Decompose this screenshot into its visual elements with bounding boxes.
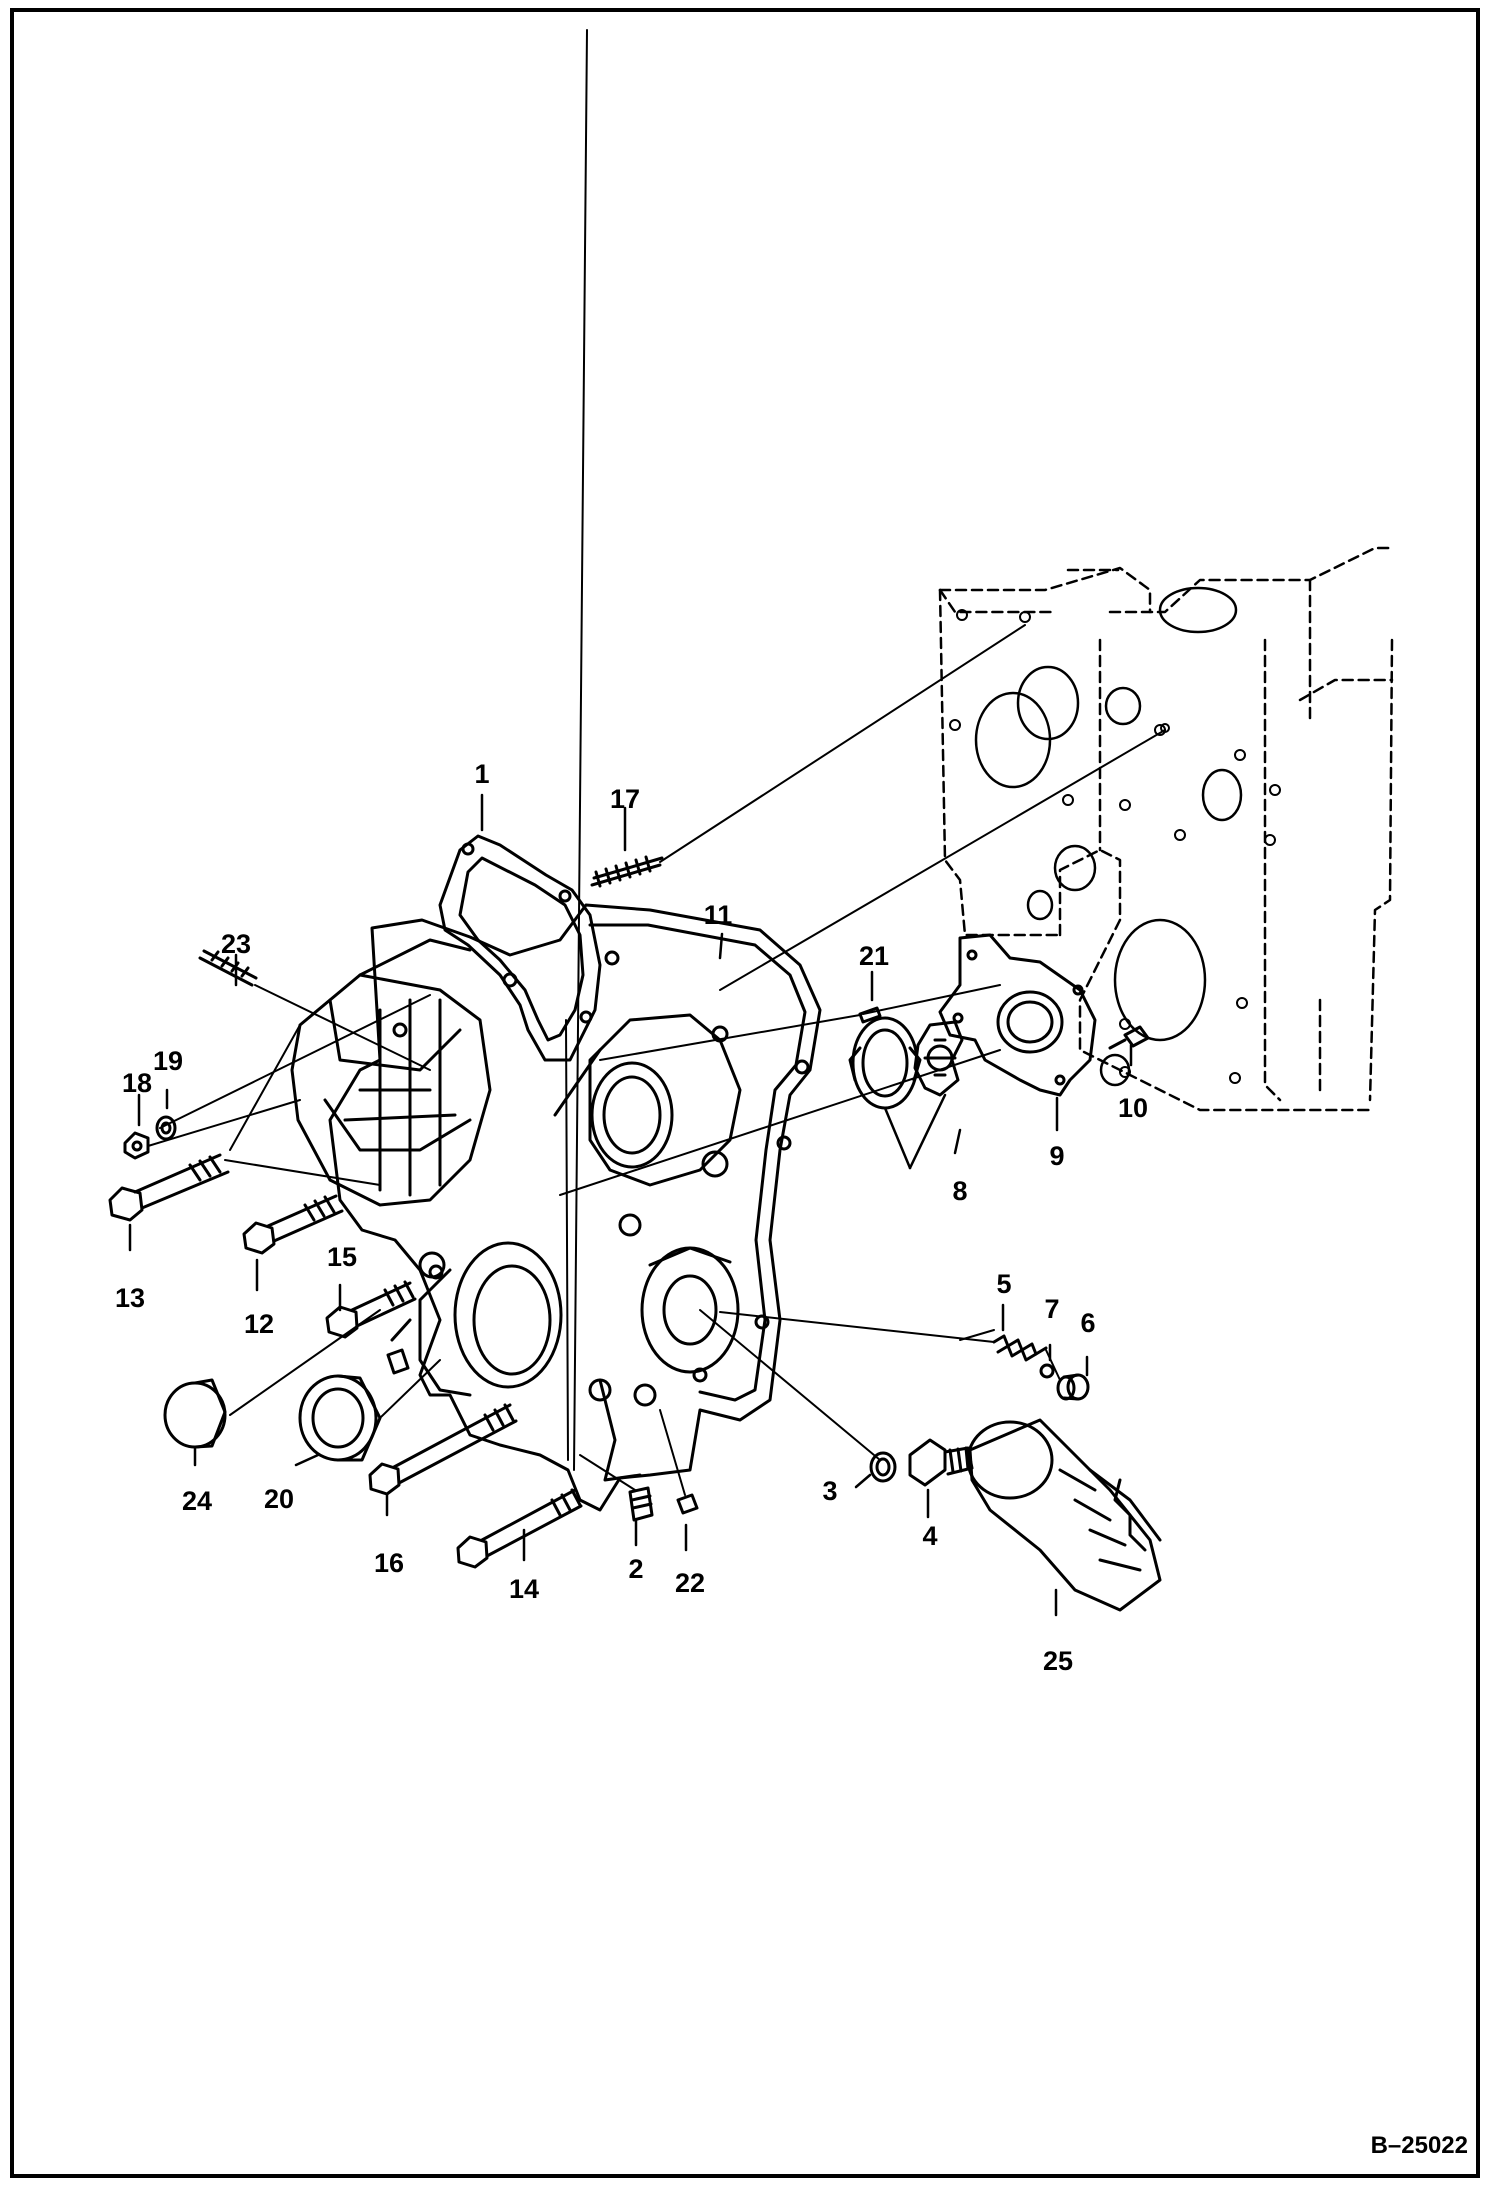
stud-23 bbox=[198, 949, 258, 987]
bolt-13 bbox=[108, 1153, 230, 1222]
oil-filter-25 bbox=[966, 1418, 1162, 1612]
callout-21: 21 bbox=[859, 941, 889, 971]
plug-6 bbox=[1056, 1373, 1090, 1401]
engine-block-bolt-holes bbox=[949, 609, 1281, 1084]
engine-block bbox=[938, 546, 1394, 1112]
oil-pump-gear bbox=[913, 1020, 964, 1097]
plug-small bbox=[386, 1318, 412, 1375]
callout-leaders bbox=[128, 793, 1133, 1617]
callout-4: 4 bbox=[922, 1521, 937, 1551]
washer-3 bbox=[869, 1451, 897, 1483]
callout-12: 12 bbox=[244, 1309, 274, 1339]
callout-24: 24 bbox=[182, 1486, 212, 1516]
plug-2 bbox=[628, 1486, 654, 1522]
bolt-15 bbox=[325, 1280, 417, 1339]
callout-14: 14 bbox=[509, 1574, 539, 1604]
callout-15: 15 bbox=[327, 1242, 357, 1272]
callout-16: 16 bbox=[374, 1548, 404, 1578]
plug-22 bbox=[676, 1493, 699, 1515]
bolt-12 bbox=[242, 1194, 344, 1255]
callout-19: 19 bbox=[153, 1046, 183, 1076]
callout-8: 8 bbox=[952, 1176, 967, 1206]
engine-block-bores bbox=[974, 586, 1243, 1087]
gear-case-gasket bbox=[438, 834, 602, 1062]
lower-bosses bbox=[418, 1213, 740, 1482]
callout-6: 6 bbox=[1080, 1308, 1095, 1338]
callout-1: 1 bbox=[474, 759, 489, 789]
assembly-lines bbox=[147, 29, 1166, 1496]
callout-11: 11 bbox=[704, 900, 733, 930]
spring-5 bbox=[992, 1334, 1048, 1362]
callout-7: 7 bbox=[1044, 1294, 1059, 1324]
pulley-housing bbox=[290, 938, 492, 1207]
oil-pump-cover bbox=[938, 933, 1097, 1097]
oil-pump-rotor bbox=[848, 1016, 922, 1110]
callout-17: 17 bbox=[610, 784, 640, 814]
bolt-10 bbox=[1108, 1025, 1150, 1050]
callout-3: 3 bbox=[822, 1476, 837, 1506]
callout-10: 10 bbox=[1118, 1093, 1148, 1123]
callout-18: 18 bbox=[122, 1068, 152, 1098]
callout-22: 22 bbox=[675, 1568, 705, 1598]
callout-23: 23 bbox=[221, 929, 251, 959]
callout-9: 9 bbox=[1049, 1141, 1064, 1171]
callout-20: 20 bbox=[264, 1484, 294, 1514]
fitting-4 bbox=[908, 1438, 974, 1487]
stud-17 bbox=[590, 855, 664, 888]
drawing-border bbox=[10, 8, 1480, 2178]
callout-5: 5 bbox=[996, 1269, 1011, 1299]
gear-case bbox=[328, 903, 822, 1512]
callout-numbers: 1 17 11 21 23 18 19 13 12 15 24 20 16 14… bbox=[115, 759, 1148, 1676]
callout-2: 2 bbox=[628, 1554, 643, 1584]
bolt-16 bbox=[368, 1403, 518, 1496]
pin-21 bbox=[858, 1006, 882, 1024]
seal-20 bbox=[298, 1374, 382, 1462]
nut-18 bbox=[123, 1131, 150, 1160]
bolt-14 bbox=[456, 1488, 583, 1569]
figure-id: B–25022 bbox=[1370, 2132, 1468, 2159]
callout-13: 13 bbox=[115, 1283, 145, 1313]
callout-25: 25 bbox=[1043, 1646, 1073, 1676]
cap-24 bbox=[163, 1378, 227, 1449]
ball-7 bbox=[1039, 1363, 1055, 1379]
